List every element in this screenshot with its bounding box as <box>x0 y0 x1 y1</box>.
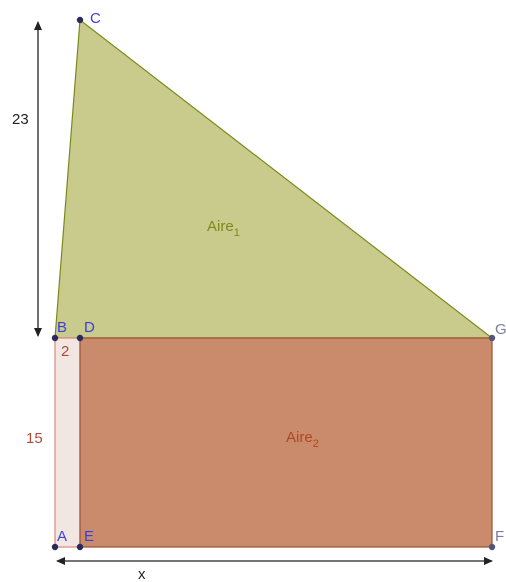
point-a <box>51 543 59 551</box>
label-area-triangle: Aire1 <box>207 218 240 239</box>
label-area-rectangle: Aire2 <box>286 429 319 450</box>
label-point-d: D <box>84 319 95 336</box>
strip-abde <box>54 337 81 548</box>
label-strip-width: 2 <box>61 343 69 360</box>
label-point-e: E <box>84 528 94 545</box>
label-point-b: B <box>57 319 67 336</box>
label-height-rectangle: 15 <box>26 430 43 447</box>
point-b <box>51 334 59 342</box>
area-triangle-name: Aire <box>207 218 234 235</box>
point-d <box>76 334 84 342</box>
rectangle-defg <box>79 337 493 548</box>
triangle-bcg <box>54 18 494 339</box>
label-point-c: C <box>90 10 101 27</box>
point-e <box>76 543 84 551</box>
point-f <box>488 543 496 551</box>
label-point-a: A <box>57 528 67 545</box>
area-rectangle-index: 2 <box>313 438 319 450</box>
area-rectangle-name: Aire <box>286 429 313 446</box>
label-base: x <box>138 566 146 582</box>
label-point-g: G <box>495 321 506 338</box>
label-point-f: F <box>495 528 504 545</box>
point-c <box>76 16 84 24</box>
area-triangle-index: 1 <box>234 227 240 239</box>
label-height-triangle: 23 <box>12 111 29 128</box>
point-g <box>488 334 496 342</box>
